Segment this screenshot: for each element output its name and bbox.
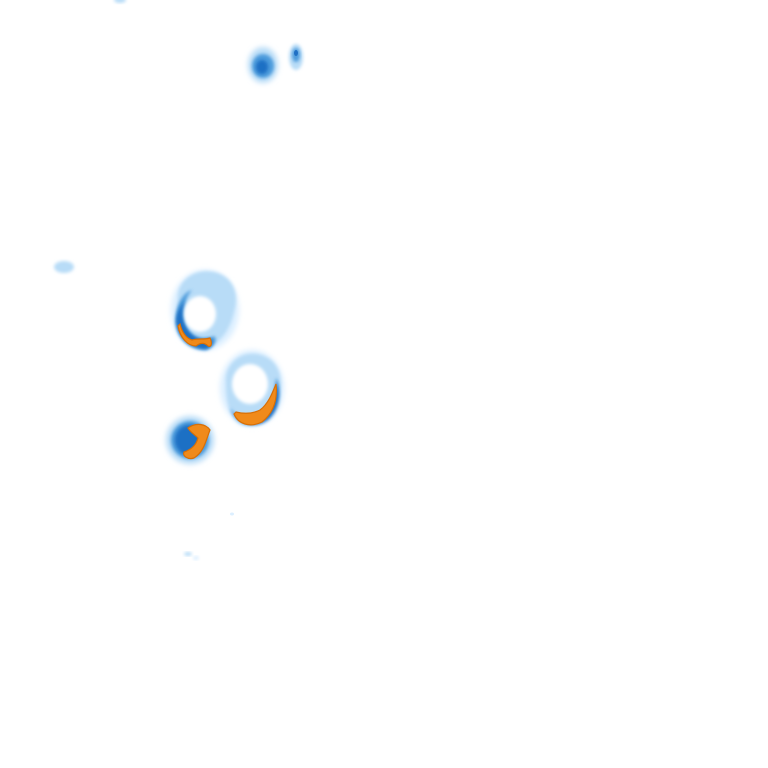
west-speck xyxy=(54,261,74,273)
north-pair-east xyxy=(289,44,303,70)
north-pair-west xyxy=(248,47,278,83)
center-west-ring xyxy=(171,270,239,350)
south-speck xyxy=(184,512,234,560)
southwest-cell xyxy=(166,416,214,464)
center-east-ring xyxy=(220,350,284,426)
top-edge-speck xyxy=(114,0,126,3)
